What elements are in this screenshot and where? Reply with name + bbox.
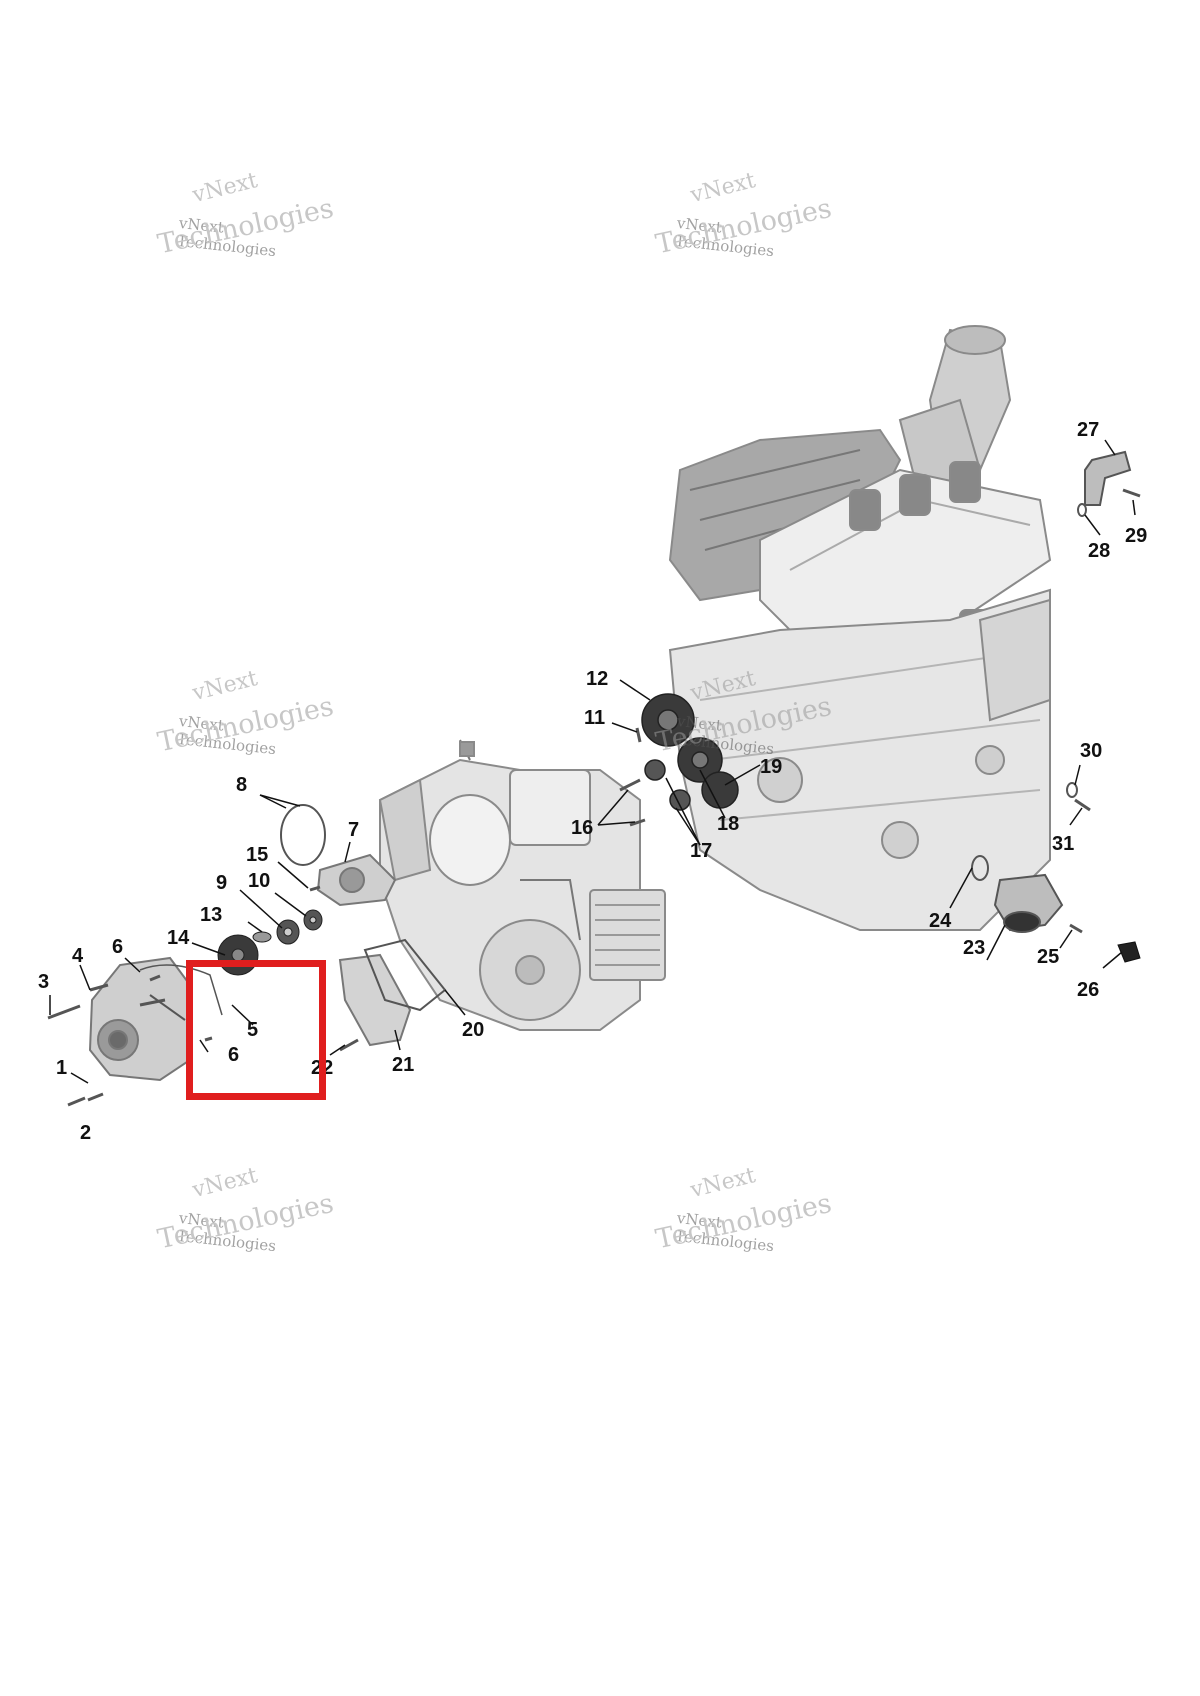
callout-13: 13 bbox=[200, 904, 223, 926]
bracket-21 bbox=[338, 953, 412, 1047]
callout-6: 6 bbox=[112, 936, 124, 958]
callout-18: 18 bbox=[717, 813, 740, 835]
callout-14: 14 bbox=[167, 927, 190, 949]
callout-30: 30 bbox=[1080, 740, 1103, 762]
callout-27: 27 bbox=[1077, 419, 1100, 441]
seals bbox=[252, 909, 323, 945]
callout-24: 24 bbox=[929, 910, 952, 932]
fitting-27 bbox=[1084, 450, 1132, 506]
callout-19: 19 bbox=[760, 756, 783, 778]
highlight-box bbox=[186, 960, 326, 1100]
callout-2: 2 bbox=[80, 1122, 92, 1144]
callout-9: 9 bbox=[216, 872, 228, 894]
callout-29: 29 bbox=[1125, 525, 1148, 547]
callout-23: 23 bbox=[963, 937, 986, 959]
callout-8: 8 bbox=[236, 774, 248, 796]
callout-4: 4 bbox=[72, 945, 84, 967]
thermostat-housing-23 bbox=[993, 873, 1064, 933]
callout-1: 1 bbox=[56, 1057, 68, 1079]
callout-12: 12 bbox=[586, 668, 609, 690]
front-cover-assembly bbox=[378, 739, 666, 1031]
temperature-sensor-26 bbox=[1117, 941, 1141, 963]
callout-6-lower: 6 bbox=[228, 1044, 240, 1066]
fasteners bbox=[47, 488, 1141, 1107]
callout-20: 20 bbox=[462, 1019, 485, 1041]
callout-5: 5 bbox=[247, 1019, 259, 1041]
callout-11: 11 bbox=[584, 707, 606, 729]
callout-25: 25 bbox=[1037, 946, 1060, 968]
callout-10: 10 bbox=[248, 870, 271, 892]
callout-21: 21 bbox=[392, 1054, 415, 1076]
callout-17: 17 bbox=[690, 840, 713, 862]
oil-pump-gears bbox=[641, 693, 739, 811]
pump-cover-7 bbox=[316, 853, 397, 907]
callout-31: 31 bbox=[1052, 833, 1075, 855]
callout-26: 26 bbox=[1077, 979, 1100, 1001]
callout-16: 16 bbox=[571, 817, 594, 839]
leader-lines bbox=[49, 439, 1136, 1084]
engine-block bbox=[668, 325, 1052, 931]
water-pump-housing bbox=[88, 956, 191, 1082]
callout-7: 7 bbox=[348, 819, 360, 841]
callout-15: 15 bbox=[246, 844, 269, 866]
callout-28: 28 bbox=[1088, 540, 1111, 562]
callout-3: 3 bbox=[38, 971, 50, 993]
